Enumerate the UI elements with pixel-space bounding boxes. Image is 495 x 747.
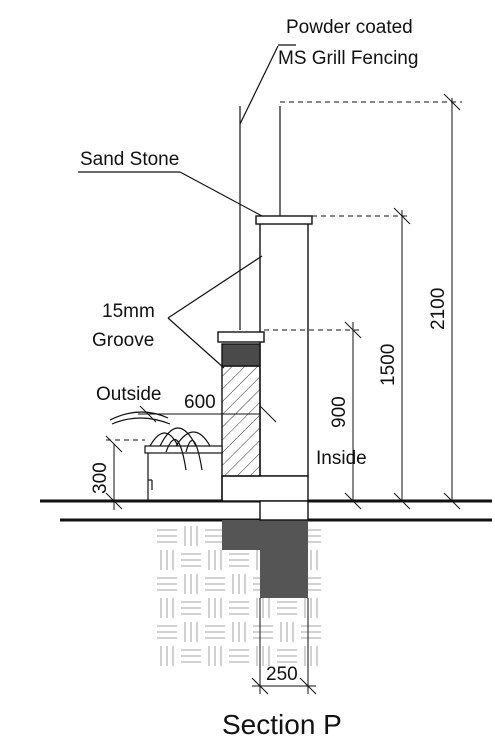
dim-600: 600 bbox=[184, 392, 216, 413]
grill-fencing bbox=[239, 106, 281, 330]
leader-lines bbox=[78, 45, 279, 369]
wall-footing bbox=[222, 520, 260, 550]
section-title: Section P bbox=[222, 709, 342, 740]
pillar-base bbox=[221, 475, 309, 502]
dim-250: 250 bbox=[266, 664, 298, 685]
sand-stone-cap bbox=[255, 215, 313, 225]
low-wall-dark-band bbox=[221, 343, 261, 367]
label-inside: Inside bbox=[316, 448, 367, 469]
label-powder-coated: Powder coated bbox=[286, 17, 413, 38]
label-groove: Groove bbox=[92, 330, 154, 351]
main-footing bbox=[260, 520, 308, 598]
label-groove-size: 15mm bbox=[102, 301, 155, 322]
low-wall-cap bbox=[217, 331, 265, 343]
planter bbox=[109, 411, 223, 501]
dim-900: 900 bbox=[329, 396, 350, 428]
label-ms-grill-fencing: MS Grill Fencing bbox=[278, 48, 418, 69]
dim-2100: 2100 bbox=[428, 288, 449, 330]
label-outside: Outside bbox=[96, 384, 161, 405]
dim-300: 300 bbox=[90, 462, 111, 494]
dim-1500: 1500 bbox=[378, 344, 399, 386]
label-sand-stone: Sand Stone bbox=[80, 149, 179, 170]
tall-pillar bbox=[221, 215, 313, 521]
dimension-lines bbox=[105, 93, 462, 695]
low-wall bbox=[217, 331, 265, 501]
